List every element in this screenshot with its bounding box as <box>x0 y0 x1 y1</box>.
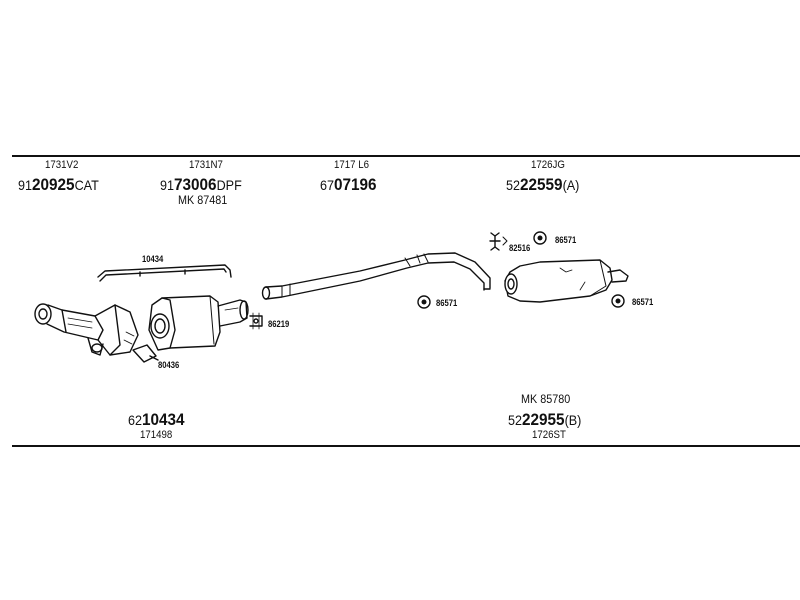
gasket-80436-drawing <box>132 344 159 363</box>
rubber-mount-right-icon <box>611 294 625 308</box>
top-rule <box>12 155 800 157</box>
group1-part-number: 9120925CAT <box>18 175 99 194</box>
group4-part-number: 5222559(A) <box>506 175 580 194</box>
middle-pipe-drawing <box>261 252 491 300</box>
callout-rubber-right: 86571 <box>632 297 654 307</box>
group1-code: 1731V2 <box>45 159 79 171</box>
group2-code: 1731N7 <box>189 159 223 171</box>
clamp-86219-drawing <box>249 312 263 330</box>
bracket-82516-drawing <box>489 232 508 251</box>
bottom-right-mk: MK 85780 <box>521 392 571 406</box>
callout-gasket-80436: 80436 <box>158 360 180 370</box>
callout-heat-shield: 10434 <box>142 254 164 264</box>
rubber-mount-mid-icon <box>417 295 431 309</box>
bottom-right-code: 1726ST <box>532 429 566 441</box>
bottom-rule <box>12 445 800 447</box>
callout-clamp-86219: 86219 <box>268 319 290 329</box>
particulate-filter-drawing <box>148 295 249 351</box>
group2-part-number: 9173006DPF <box>160 175 242 194</box>
group4-code: 1726JG <box>531 159 565 171</box>
callout-rubber-mid: 86571 <box>436 298 458 308</box>
group3-code: 1717 L6 <box>334 159 369 171</box>
catalytic-converter-drawing <box>34 303 139 356</box>
bottom-left-code: 171498 <box>140 429 173 441</box>
callout-rubber-top: 86571 <box>555 235 577 245</box>
group3-part-number: 6707196 <box>320 175 377 194</box>
callout-bracket-82516: 82516 <box>509 243 531 253</box>
rear-muffler-drawing <box>504 259 629 303</box>
heat-shield-drawing <box>97 264 232 282</box>
rubber-mount-top-icon <box>533 231 547 245</box>
bottom-right-part-number: 5222955(B) <box>508 410 582 429</box>
group2-mk: MK 87481 <box>178 193 228 207</box>
bottom-left-part-number: 6210434 <box>128 410 185 429</box>
